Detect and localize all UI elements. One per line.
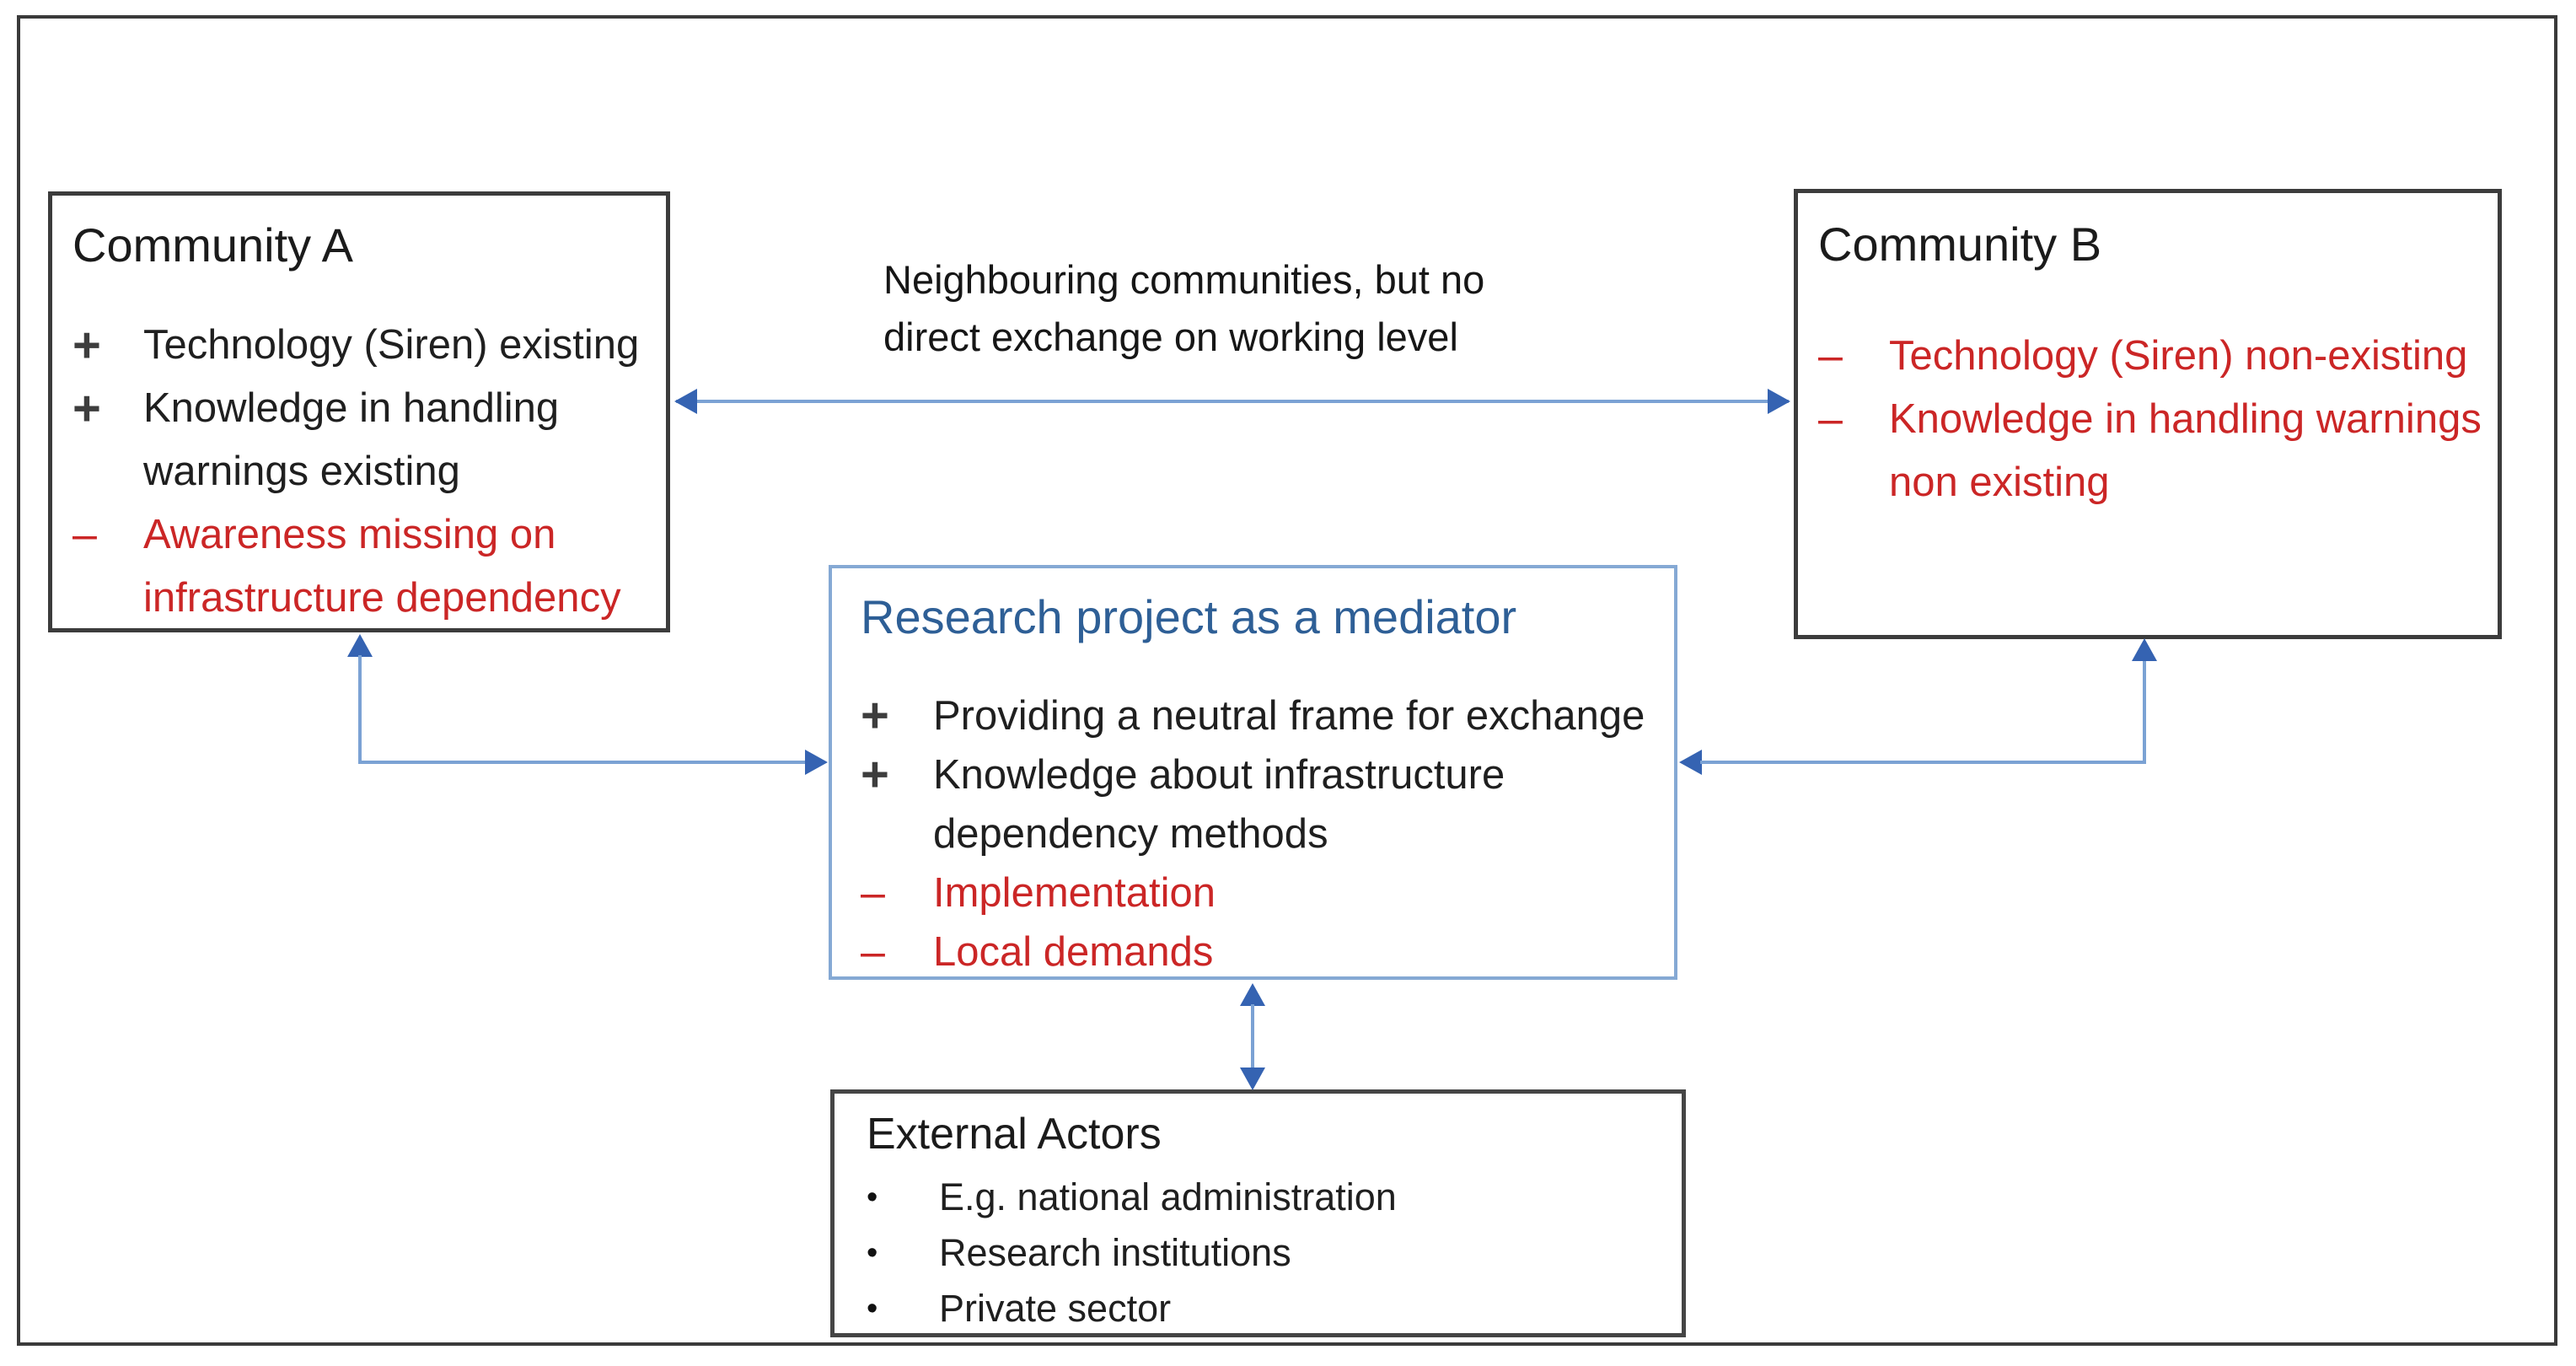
connector-b-mediator-hline [1700,761,2146,764]
list-item: + Providing a neutral frame for exchange [861,686,1662,745]
list-item: • Research institutions [867,1225,1670,1281]
list-item: + Technology (Siren) existing [72,314,652,377]
list-item: + Knowledge about infrastructure depende… [861,745,1662,863]
external-actors-title: External Actors [867,1110,1162,1159]
list-item-text: E.g. national administration [939,1175,1397,1218]
list-item: – Awareness missing on infrastructure de… [72,503,652,630]
list-item: • E.g. national administration [867,1170,1670,1225]
list-item-text: Knowledge about infrastructure dependenc… [933,752,1505,857]
list-item-text: Knowledge in handling warnings existing [143,385,560,494]
list-item: • Private sector [867,1281,1670,1336]
bullet-icon: • [867,1180,878,1215]
connector-a-mediator-hline [358,761,807,764]
list-item-text: Implementation [933,870,1216,916]
community-a-box: Community A + Technology (Siren) existin… [48,191,670,632]
minus-marker-icon: – [861,928,885,976]
list-item-text: Local demands [933,929,1214,975]
plus-marker-icon: + [861,688,889,743]
arrowhead-left-icon [674,389,697,414]
mediator-box: Research project as a mediator + Providi… [829,565,1677,980]
connector-a-mediator-vline [358,655,362,764]
plus-marker-icon: + [72,381,101,436]
list-item-text: Technology (Siren) non-existing [1889,333,2468,379]
bullet-icon: • [867,1291,878,1326]
connector-mediator-external-vline [1251,1004,1254,1069]
mediator-list: + Providing a neutral frame for exchange… [861,686,1662,981]
community-a-list: + Technology (Siren) existing + Knowledg… [72,314,652,630]
list-item-text: Private sector [939,1287,1172,1330]
arrowhead-up-icon [1240,983,1265,1006]
list-item-text: Research institutions [939,1231,1291,1274]
connector-a-b-line [676,400,1789,403]
list-item: – Local demands [861,922,1662,981]
list-item: – Implementation [861,863,1662,922]
arrowhead-left-icon [1679,750,1702,775]
arrowhead-up-icon [2132,638,2157,661]
bullet-icon: • [867,1235,878,1271]
community-b-title: Community B [1818,218,2102,271]
external-actors-box: External Actors • E.g. national administ… [830,1089,1686,1337]
arrowhead-right-icon [1768,389,1790,414]
list-item: + Knowledge in handling warnings existin… [72,377,652,503]
list-item: – Technology (Siren) non-existing [1818,325,2484,388]
minus-marker-icon: – [1818,331,1843,380]
mediator-title: Research project as a mediator [861,590,1517,643]
plus-marker-icon: + [72,318,101,373]
community-a-title: Community A [72,218,353,272]
community-b-box: Community B – Technology (Siren) non-exi… [1794,189,2502,639]
arrowhead-down-icon [1240,1068,1265,1090]
list-item-text: Providing a neutral frame for exchange [933,693,1645,739]
plus-marker-icon: + [861,747,889,802]
minus-marker-icon: – [861,869,885,917]
list-item: – Knowledge in handling warnings non exi… [1818,388,2484,514]
minus-marker-icon: – [72,510,97,559]
arrowhead-up-icon [347,634,373,657]
neighbouring-communities-note: Neighbouring communities, but no direct … [883,257,1485,359]
arrowhead-right-icon [805,750,828,775]
list-item-text: Knowledge in handling warnings non exist… [1889,396,2482,505]
minus-marker-icon: – [1818,395,1843,444]
external-actors-list: • E.g. national administration • Researc… [867,1170,1670,1336]
connector-b-mediator-vline [2143,659,2146,764]
list-item-text: Technology (Siren) existing [143,322,640,368]
community-b-list: – Technology (Siren) non-existing – Know… [1818,325,2484,514]
list-item-text: Awareness missing on infrastructure depe… [143,512,621,621]
